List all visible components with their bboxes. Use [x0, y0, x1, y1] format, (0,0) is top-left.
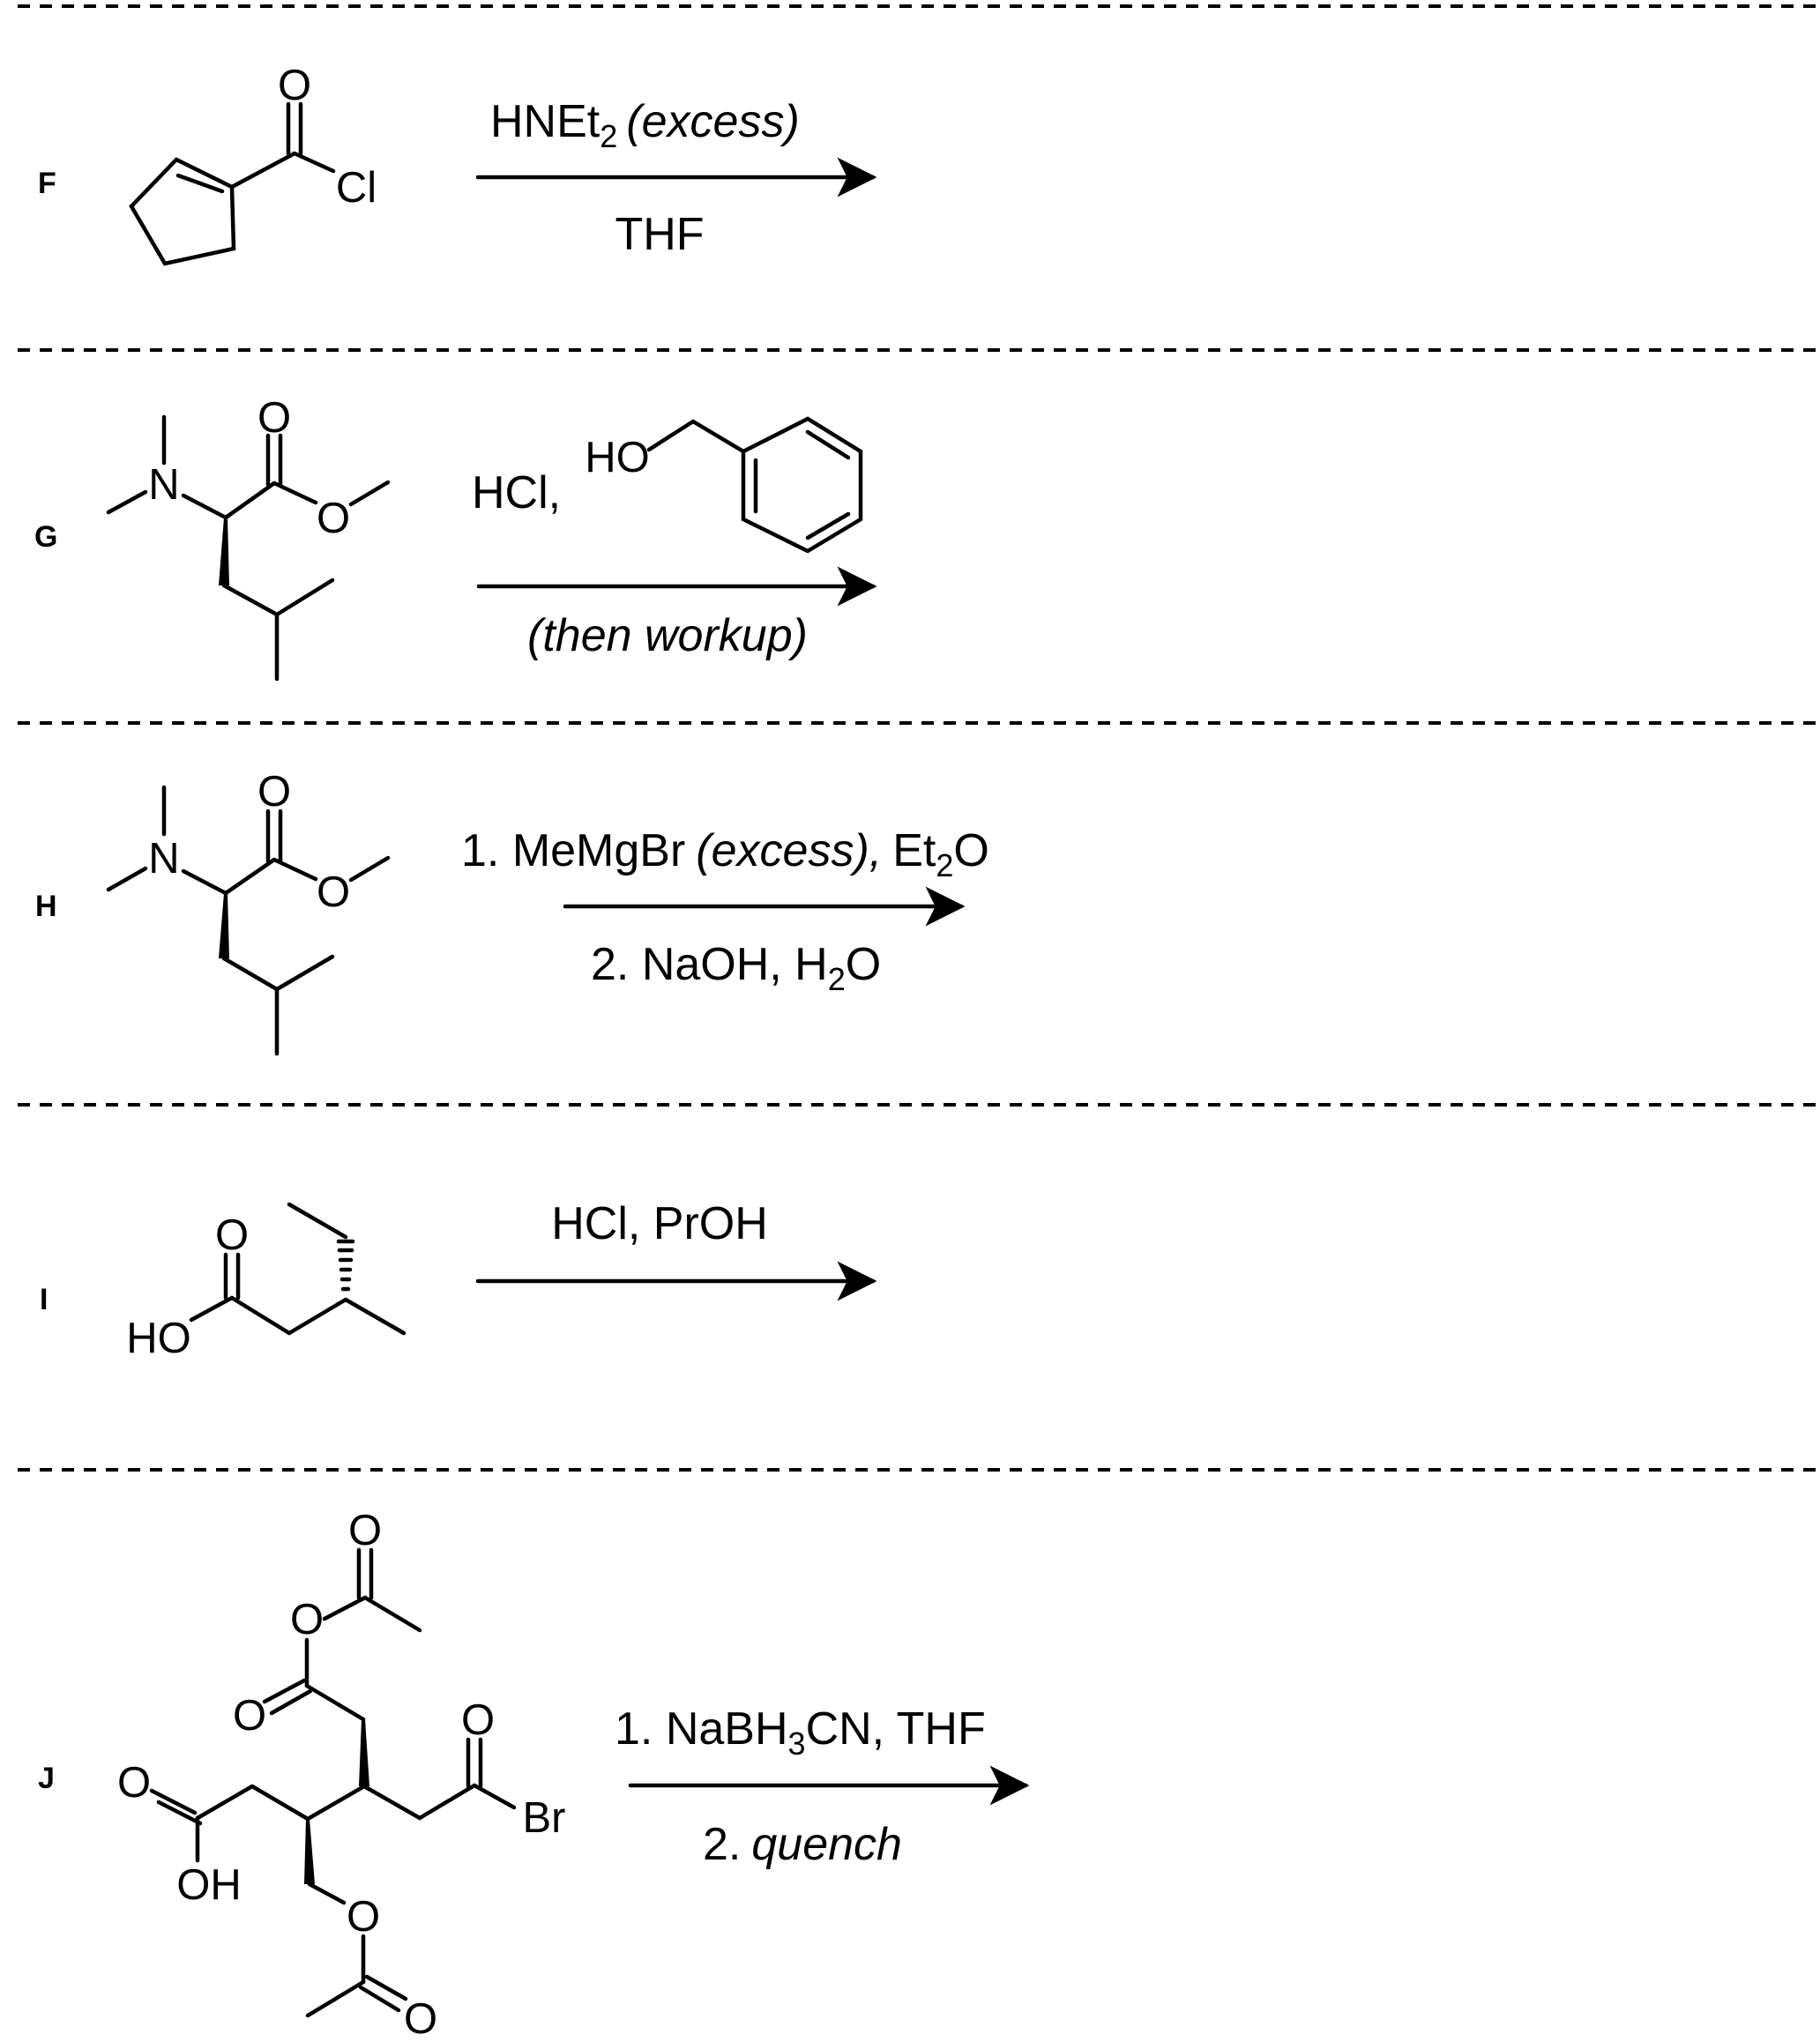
problem-label: I — [40, 1283, 48, 1316]
atom-o-carbonyl: O — [257, 768, 291, 816]
problem-f: F O Cl HNEt2(excess) THF — [38, 62, 877, 266]
problem-g: G N O O HCl, HO ( — [34, 394, 877, 682]
reagent-above: HCl, — [472, 467, 561, 518]
atom-n: N — [148, 461, 179, 509]
reagent-below: (then workup) — [527, 610, 808, 661]
problem-label: H — [35, 890, 57, 923]
atom-o-bottom: O — [404, 1995, 437, 2042]
starting-material-j: O O O O Br O OH O O — [117, 1507, 566, 2042]
starting-material-h: N O O — [106, 768, 391, 1056]
reagent-below: THF — [615, 209, 704, 260]
atom-cl: Cl — [336, 164, 377, 212]
problem-i: I O HO HCl, PrOH — [40, 1198, 877, 1362]
atom-ho: HO — [126, 1315, 191, 1362]
atom-o-link: O — [290, 1596, 324, 1643]
reagent-above: HCl, PrOH — [551, 1198, 768, 1249]
atom-o-ether: O — [347, 1893, 380, 1941]
starting-material-f: O Cl — [129, 62, 377, 266]
starting-material-g: N O O — [106, 394, 391, 682]
reagent-below: 2.quench — [703, 1819, 902, 1870]
problem-label: F — [38, 167, 56, 200]
atom-br: Br — [523, 1794, 566, 1842]
atom-o: O — [278, 62, 311, 109]
atom-o-top: O — [348, 1507, 382, 1554]
starting-material-i: O HO — [126, 1202, 407, 1362]
atom-o-anhydride: O — [233, 1692, 266, 1740]
atom-o-ester: O — [317, 868, 350, 916]
atom-ho: HO — [585, 434, 650, 481]
benzyl-alcohol: HO — [585, 416, 863, 554]
reagent-below: 2. NaOH, H2O — [591, 939, 881, 997]
atom-o-acyl: O — [461, 1696, 495, 1744]
atom-oh: OH — [176, 1861, 242, 1909]
reagent-above: 1. NaBH3CN, THF — [615, 1703, 986, 1762]
atom-o-carbonyl: O — [215, 1211, 249, 1259]
atom-o-ester: O — [317, 495, 350, 542]
hashed-wedge — [336, 1239, 355, 1292]
problem-h: H N O O 1. MeMgBr(excess),Et2O 2. NaOH, … — [35, 768, 989, 1056]
problem-label: J — [38, 1762, 55, 1795]
atom-n: N — [148, 835, 179, 883]
problem-label: G — [34, 520, 57, 554]
atom-o-acid: O — [117, 1759, 151, 1807]
reagent-above: 1. MeMgBr(excess),Et2O — [461, 825, 989, 883]
problem-j: J O — [38, 1507, 1030, 2042]
reagent-above: HNEt2(excess) — [490, 96, 800, 154]
atom-o-carbonyl: O — [257, 394, 291, 442]
